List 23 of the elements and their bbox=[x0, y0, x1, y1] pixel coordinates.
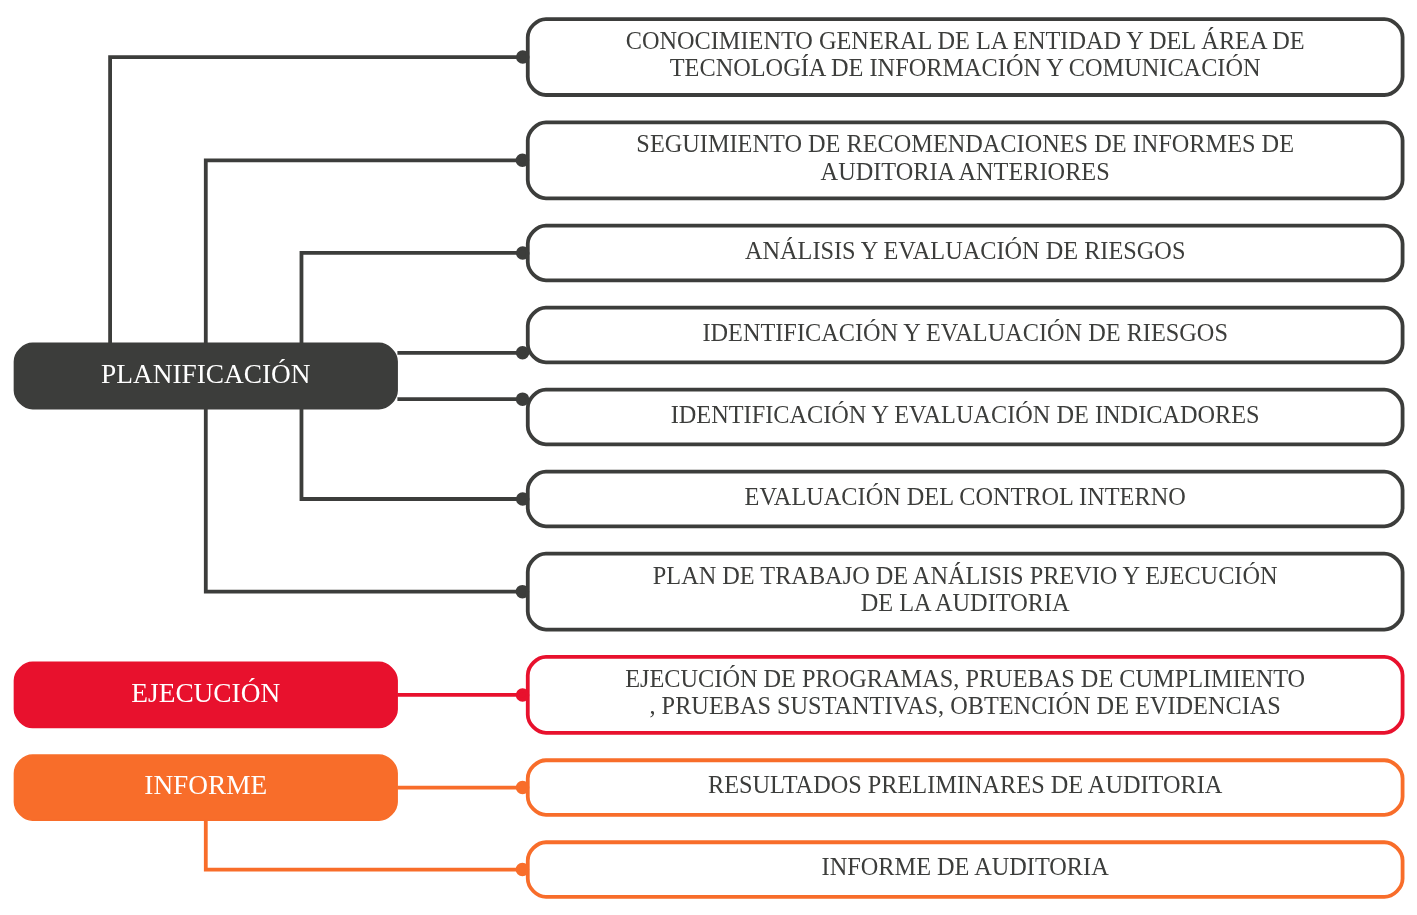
node-box: EJECUCIÓN bbox=[13, 661, 398, 728]
connector bbox=[299, 408, 530, 506]
connector bbox=[397, 780, 530, 794]
connector bbox=[397, 687, 530, 702]
node-box: RESULTADOS PRELIMINARES DE AUDITORIA bbox=[525, 757, 1405, 817]
connector bbox=[397, 345, 530, 360]
connector bbox=[108, 49, 530, 343]
node-box: INFORME DE AUDITORIA bbox=[525, 839, 1405, 899]
connector bbox=[203, 408, 530, 598]
node-box: PLAN DE TRABAJO DE ANÁLISIS PREVIO Y EJECUCIÓN DE LA AUDITORIA bbox=[525, 551, 1405, 631]
connector bbox=[299, 245, 530, 343]
connector bbox=[397, 391, 530, 406]
node-box: ANÁLISIS Y EVALUACIÓN DE RIESGOS bbox=[525, 223, 1405, 282]
connector bbox=[203, 153, 530, 343]
node-box: EJECUCIÓN DE PROGRAMAS, PRUEBAS DE CUMPLIMIENTO , PRUEBAS SUSTANTIVAS, OBTENCIÓN DE EVIDENCIAS bbox=[525, 654, 1405, 735]
node-box: EVALUACIÓN DEL CONTROL INTERNO bbox=[525, 469, 1405, 528]
node-box: PLANIFICACIÓN bbox=[13, 342, 398, 409]
node-box: CONOCIMIENTO GENERAL DE LA ENTIDAD Y DEL ÁREA DE TECNOLOGÍA DE INFORMACIÓN Y COMUNICACIÓN bbox=[525, 16, 1405, 97]
node-box: INFORME bbox=[13, 753, 398, 821]
node-box: IDENTIFICACIÓN Y EVALUACIÓN DE RIESGOS bbox=[525, 305, 1405, 364]
connector bbox=[203, 819, 530, 876]
node-box: SEGUIMIENTO DE RECOMENDACIONES DE INFORMES DE AUDITORIA ANTERIORES bbox=[525, 119, 1405, 200]
node-box: IDENTIFICACIÓN Y EVALUACIÓN DE INDICADORES bbox=[525, 387, 1405, 446]
